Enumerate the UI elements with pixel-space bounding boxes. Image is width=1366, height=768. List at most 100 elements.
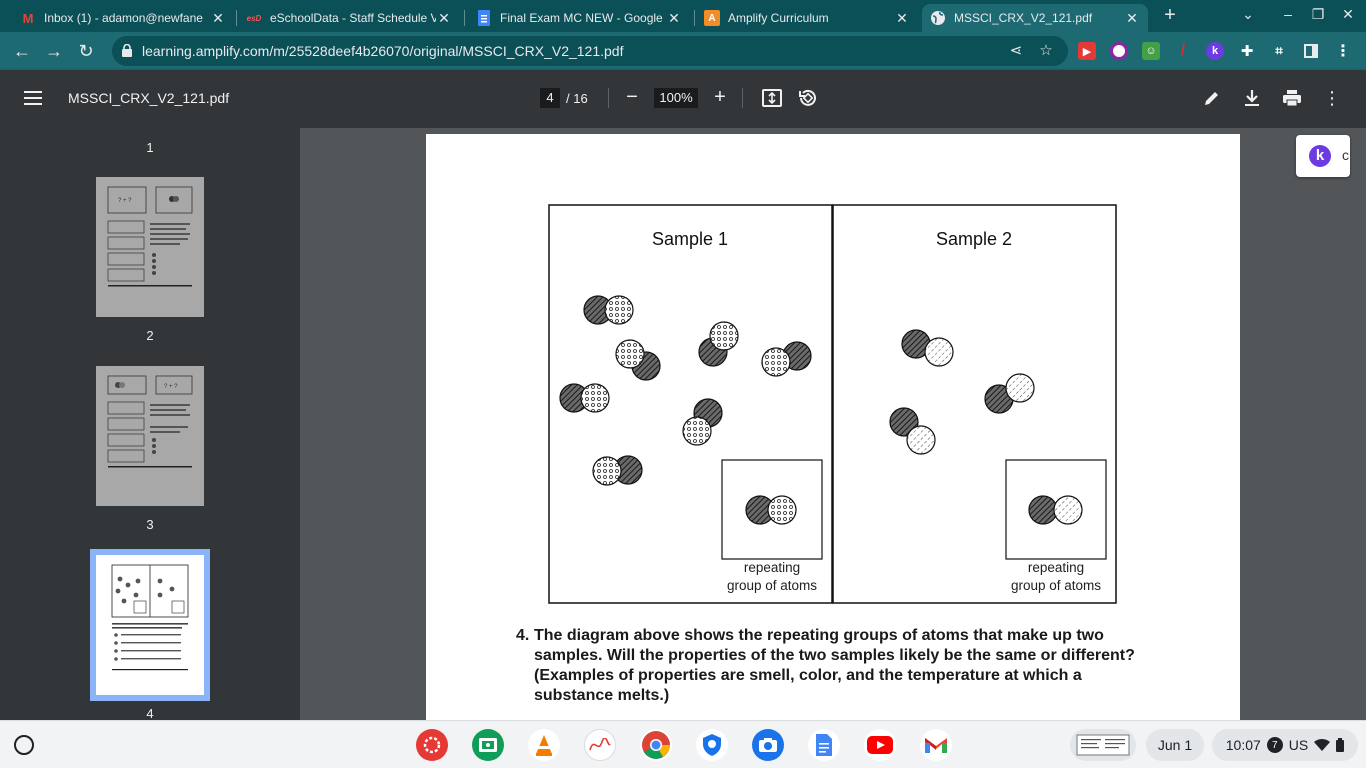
- molecule: [559, 383, 610, 413]
- browser-menu-icon[interactable]: ⋮: [1335, 43, 1351, 60]
- toolbar-divider: [742, 88, 743, 108]
- sample-1-repeating-molecule: [745, 495, 797, 525]
- camera-app-icon[interactable]: [752, 729, 784, 761]
- chrome-app-icon[interactable]: [640, 729, 672, 761]
- sample-2-repeat-label-2: group of atoms: [1011, 578, 1101, 593]
- sample-2-molecules: [889, 329, 1035, 455]
- screencastify-icon[interactable]: ▶: [1078, 42, 1096, 60]
- thumbnail-label: 4: [146, 706, 154, 720]
- sample-2-title: Sample 2: [936, 229, 1012, 249]
- more-options-icon[interactable]: ⋮: [1323, 87, 1341, 108]
- thumbnail-label: 3: [146, 517, 154, 532]
- back-icon[interactable]: ←: [13, 41, 31, 61]
- close-icon[interactable]: ✕: [212, 9, 224, 26]
- kami-ext-icon[interactable]: k: [1206, 42, 1224, 60]
- side-panel-icon[interactable]: [1302, 42, 1320, 60]
- classroom-app-icon[interactable]: [472, 729, 504, 761]
- molecule: [761, 341, 812, 377]
- lock-icon: [122, 44, 132, 57]
- tab-divider: [694, 10, 695, 26]
- svg-text:? + ?: ? + ?: [118, 198, 132, 204]
- tab-search-icon[interactable]: ⌄: [1242, 6, 1254, 22]
- zoom-level-input[interactable]: 100%: [654, 88, 698, 108]
- google-forms-icon: [476, 10, 492, 26]
- reload-icon[interactable]: ↻: [78, 41, 94, 61]
- tab-title: eSchoolData - Staff Schedule V: [270, 11, 436, 25]
- close-icon[interactable]: ✕: [668, 9, 680, 26]
- molecule: [615, 339, 661, 381]
- molecule: [592, 455, 643, 486]
- kami-floating-button[interactable]: k c: [1296, 135, 1350, 177]
- url-text: learning.amplify.com/m/25528deef4b26070/…: [142, 43, 624, 59]
- date-pill[interactable]: Jun 1: [1146, 729, 1204, 761]
- sample-1-title: Sample 1: [652, 229, 728, 249]
- thumbnail-label: 1: [146, 140, 154, 155]
- tab-strip: M Inbox (1) - adamon@newfane ✕ esD eScho…: [0, 0, 1366, 32]
- holding-space-preview[interactable]: [1070, 729, 1136, 761]
- rotate-icon[interactable]: [796, 86, 820, 110]
- notification-badge: 7: [1266, 737, 1283, 753]
- gmail-icon: M: [22, 10, 34, 26]
- status-tray[interactable]: 10:07 7 US: [1212, 729, 1358, 761]
- molecule: [698, 321, 739, 367]
- tab-pdf[interactable]: MSSCI_CRX_V2_121.pdf ✕: [922, 4, 1148, 32]
- extensions-puzzle-icon[interactable]: ✚: [1240, 43, 1254, 60]
- tab-eschooldata[interactable]: esD eSchoolData - Staff Schedule V ✕: [238, 4, 460, 32]
- molecule: [984, 373, 1035, 414]
- pen-ext-icon[interactable]: /: [1180, 42, 1186, 59]
- fit-page-icon[interactable]: [760, 86, 784, 110]
- page-number-input[interactable]: 4: [540, 88, 560, 108]
- close-icon[interactable]: ✕: [438, 9, 450, 26]
- sample-1-repeat-label-1: repeating: [744, 560, 800, 575]
- docs-app-icon[interactable]: [808, 729, 840, 761]
- new-tab-button[interactable]: +: [1164, 4, 1176, 26]
- thumbnail-page-4[interactable]: [90, 549, 210, 701]
- window-close-icon[interactable]: ✕: [1342, 6, 1354, 22]
- download-icon[interactable]: [1240, 86, 1264, 110]
- pdf-viewport[interactable]: Sample 1 Sample 2 repeating group of ato…: [300, 128, 1366, 720]
- cast-icon[interactable]: ⌗: [1275, 43, 1283, 58]
- security-app-icon[interactable]: [696, 729, 728, 761]
- pdf-page: Sample 1 Sample 2 repeating group of ato…: [426, 134, 1240, 720]
- wifi-icon: [1314, 738, 1331, 752]
- forward-icon[interactable]: →: [45, 41, 63, 61]
- molecule: [889, 407, 936, 455]
- kami-icon: k: [1309, 145, 1331, 167]
- close-icon[interactable]: ✕: [1126, 9, 1138, 26]
- circle-ext-icon[interactable]: [1110, 42, 1128, 60]
- restore-icon[interactable]: ❐: [1311, 6, 1325, 22]
- clock-text: 10:07: [1225, 737, 1261, 753]
- launcher-icon[interactable]: [14, 735, 34, 755]
- tab-gmail[interactable]: M Inbox (1) - adamon@newfane ✕: [12, 4, 234, 32]
- close-icon[interactable]: ✕: [896, 9, 908, 26]
- sample-2-repeating-molecule: [1028, 495, 1083, 525]
- esd-icon: esD: [246, 13, 262, 23]
- gmail-app-icon[interactable]: [920, 729, 952, 761]
- vlc-app-icon[interactable]: [528, 729, 560, 761]
- address-bar[interactable]: learning.amplify.com/m/25528deef4b26070/…: [112, 36, 1068, 66]
- menu-icon[interactable]: [24, 91, 42, 105]
- drawing-app-icon[interactable]: [584, 729, 616, 761]
- globe-icon: [930, 10, 946, 26]
- molecule: [901, 329, 954, 367]
- youtube-app-icon[interactable]: [864, 729, 896, 761]
- print-icon[interactable]: [1280, 86, 1304, 110]
- kami-label: c: [1342, 147, 1349, 163]
- tab-divider: [236, 10, 237, 26]
- green-ext-icon[interactable]: ☺: [1142, 42, 1160, 60]
- minimize-icon[interactable]: –: [1284, 6, 1292, 22]
- thumbnail-page-2[interactable]: ? + ?: [96, 177, 204, 317]
- share-icon[interactable]: ⋖: [1009, 42, 1023, 59]
- question-4: 4. The diagram above shows the repeating…: [516, 626, 1156, 706]
- question-number: 4.: [516, 627, 530, 644]
- canvas-app-icon[interactable]: [416, 729, 448, 761]
- bookmark-star-icon[interactable]: ☆: [1039, 42, 1053, 59]
- tab-amplify[interactable]: A Amplify Curriculum ✕: [696, 4, 918, 32]
- tab-title: Amplify Curriculum: [728, 11, 829, 25]
- zoom-out-button[interactable]: −: [626, 86, 638, 108]
- annotate-pen-icon[interactable]: [1200, 86, 1224, 110]
- zoom-in-button[interactable]: +: [714, 86, 726, 108]
- atoms-diagram: Sample 1 Sample 2 repeating group of ato…: [548, 204, 1117, 604]
- thumbnail-page-3[interactable]: ? + ?: [96, 366, 204, 506]
- tab-google-forms[interactable]: Final Exam MC NEW - Google F ✕: [468, 4, 690, 32]
